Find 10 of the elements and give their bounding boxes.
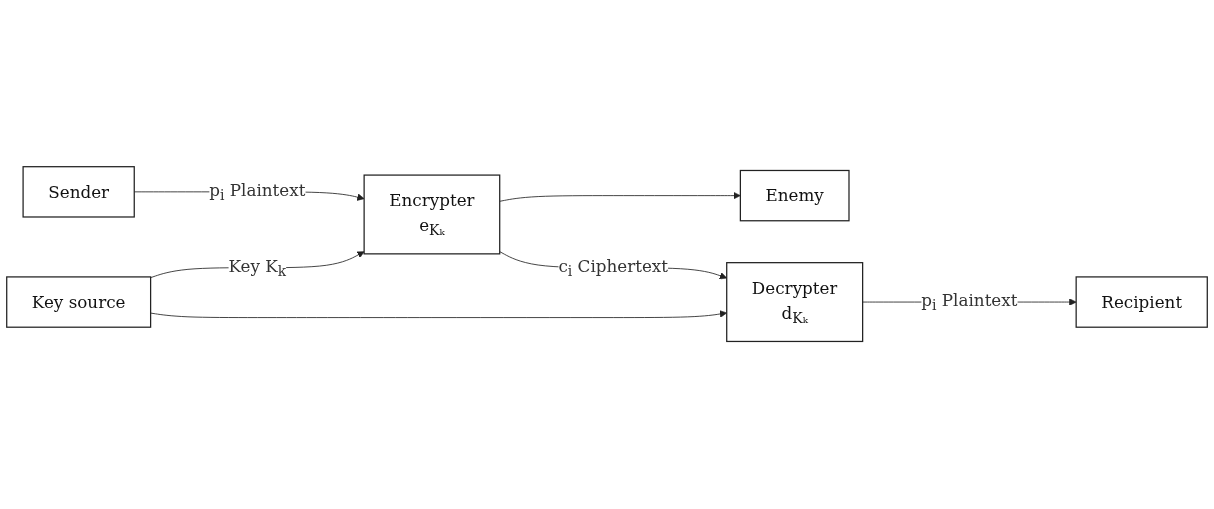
node-box: Enemy (739, 170, 850, 222)
edge-label: p$_{i}$ Plaintext (921, 290, 1018, 315)
node-box: Decrypter d$_{Kₖ}$ (726, 262, 864, 343)
edge-label: c$_{i}$ Ciphertext (558, 256, 669, 280)
edge-label: p$_{i}$ Plaintext (209, 180, 306, 204)
node-box: Sender (22, 166, 135, 219)
edge-label: Key K$_{k}$ (228, 256, 287, 280)
node-box: Encrypter e$_{Kₖ}$ (363, 174, 501, 255)
node-box: Key source (6, 276, 152, 329)
node-box: Recipient (1075, 276, 1208, 329)
